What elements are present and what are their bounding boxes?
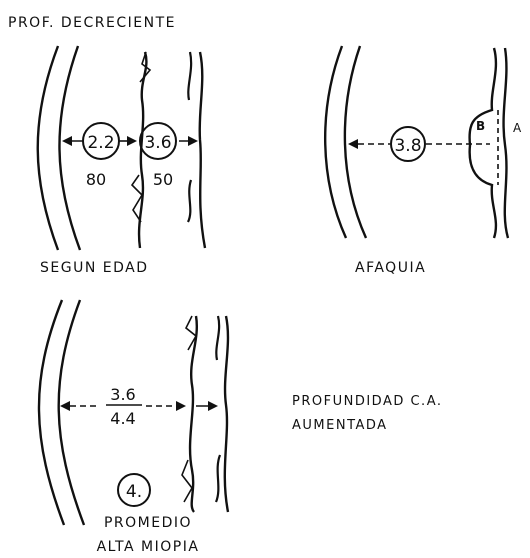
cornea-outer-arc xyxy=(39,300,64,525)
myopia-arrow-small-head xyxy=(208,401,218,411)
age-right-text: 50 xyxy=(153,170,173,189)
letter-b-text: B xyxy=(476,119,485,133)
depth-arrow-mid-head xyxy=(127,136,137,146)
myopia-arrow-right-head xyxy=(176,401,186,411)
value-bottom-text: 4.4 xyxy=(110,409,135,428)
aphakia-arrow-head xyxy=(348,139,358,149)
value-left-text: 2.2 xyxy=(87,133,114,153)
lens-right-line xyxy=(225,316,228,512)
circled-value-text: 4. xyxy=(126,482,142,502)
caption-myopia-line2: ALTA MIOPIA xyxy=(97,539,200,555)
caption-age: SEGUN EDAD xyxy=(40,260,149,276)
value-top-text: 3.6 xyxy=(110,385,135,404)
letter-a-text: A xyxy=(513,121,522,135)
age-left-text: 80 xyxy=(86,170,106,189)
myopia-arrow-left-head xyxy=(60,401,70,411)
cornea-inner-arc xyxy=(59,46,80,250)
lens-right-line xyxy=(200,52,205,248)
note-line2: AUMENTADA xyxy=(292,418,388,433)
depth-arrow-right-head xyxy=(188,136,198,146)
lens-right-detail xyxy=(216,316,220,502)
panel-myopia: 3.6 4.4 4. PROMEDIO ALTA MIOPIA xyxy=(39,300,228,555)
cornea-outer-arc xyxy=(38,46,58,250)
cornea-outer-arc xyxy=(325,46,346,238)
value-aphakia-text: 3.8 xyxy=(394,136,421,156)
caption-aphakia: AFAQUIA xyxy=(355,260,426,276)
depth-arrow-left-head xyxy=(62,136,72,146)
caption-myopia-line1: PROMEDIO xyxy=(104,515,192,531)
cornea-inner-arc xyxy=(59,300,84,525)
iris-line xyxy=(504,48,508,238)
note-line1: PROFUNDIDAD C.A. xyxy=(292,394,443,409)
panel-aphakia: 3.8 B A AFAQUIA xyxy=(325,46,522,276)
vitreous-bulge-outline xyxy=(470,48,496,238)
title-text: PROF. DECRECIENTE xyxy=(8,15,176,31)
value-right-text: 3.6 xyxy=(144,133,171,153)
panel-age: 2.2 3.6 80 50 SEGUN EDAD xyxy=(38,46,205,276)
